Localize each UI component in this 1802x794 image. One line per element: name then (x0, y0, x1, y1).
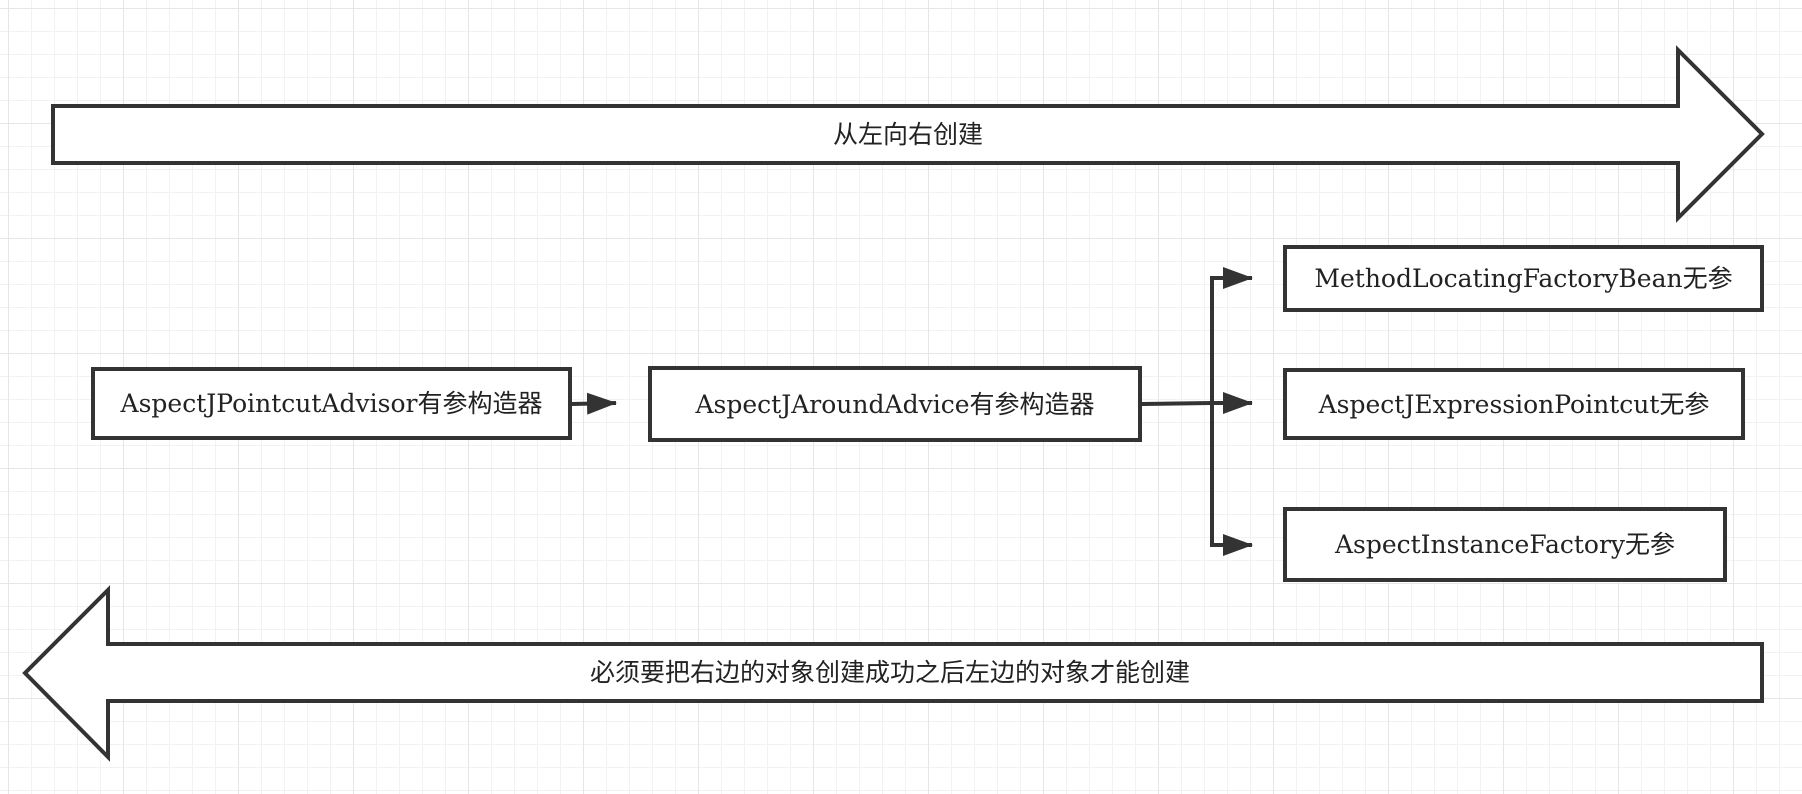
node-instance-factory-label: AspectInstanceFactory无参 (1334, 530, 1676, 559)
node-pointcut-advisor-label: AspectJPointcutAdvisor有参构造器 (120, 389, 543, 418)
node-method-locating-label: MethodLocatingFactoryBean无参 (1314, 264, 1733, 293)
connector-advice-to-expression (1141, 392, 1253, 414)
connector-advisor-to-advice (571, 392, 617, 415)
node-instance-factory-box (1283, 507, 1727, 582)
node-expression-pointcut-label: AspectJExpressionPointcut无参 (1318, 389, 1710, 419)
node-around-advice-box (648, 366, 1142, 442)
top-direction-arrow (51, 45, 1765, 223)
bottom-arrow-label: 必须要把右边的对象创建成功之后左边的对象才能创建 (589, 658, 1190, 687)
top-arrow-label: 从左向右创建 (832, 120, 983, 149)
bottom-direction-arrow (22, 585, 1764, 762)
node-around-advice-label: AspectJAroundAdvice有参构造器 (695, 389, 1095, 419)
node-method-locating-box (1283, 245, 1764, 312)
node-expression-pointcut-box (1283, 368, 1745, 440)
connector-advice-to-method-locating (1210, 267, 1253, 403)
connector-advice-to-instance-factory (1210, 403, 1253, 556)
node-pointcut-advisor-box (91, 367, 572, 440)
